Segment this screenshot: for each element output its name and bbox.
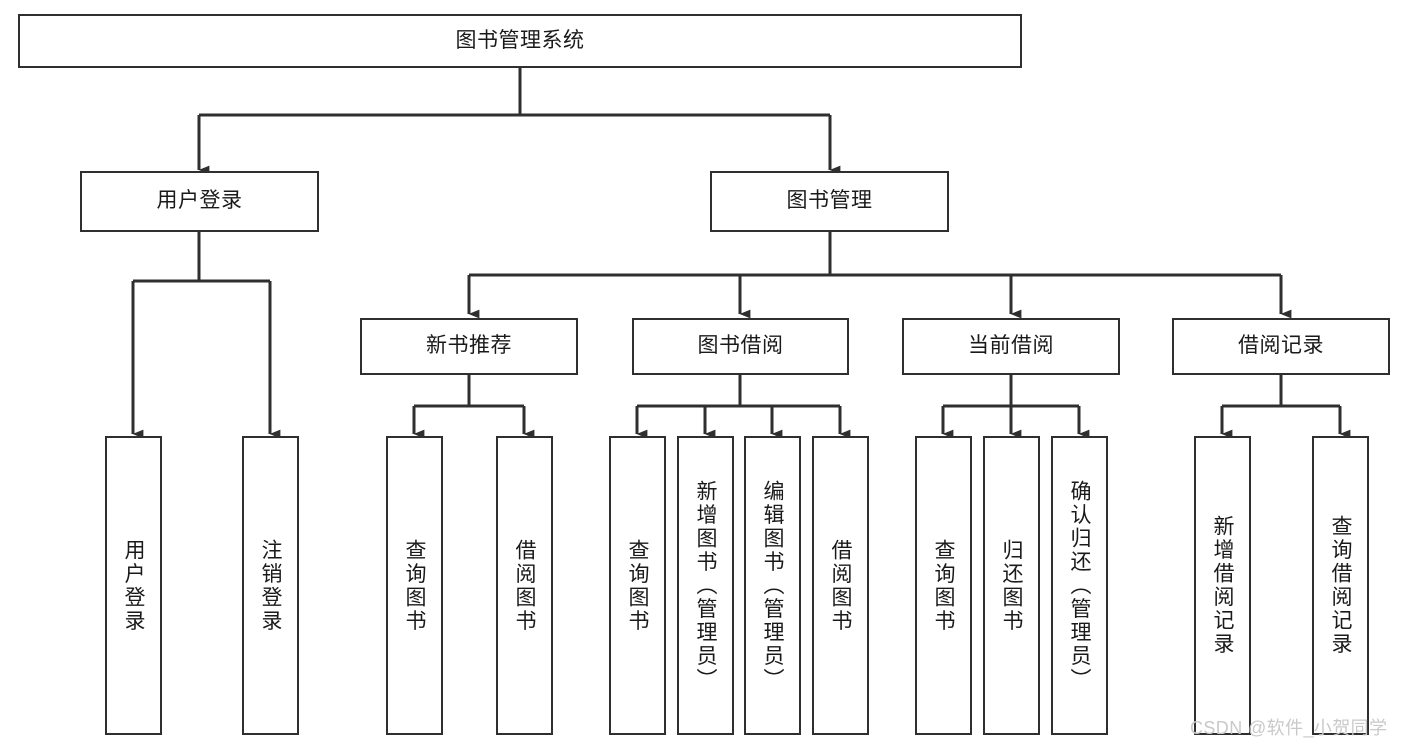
leaf-query-book-current[interactable]: 查询图书 (915, 436, 972, 735)
node-label: 图书管理 (786, 189, 873, 213)
leaf-add-borrow-record[interactable]: 新增借阅记录 (1194, 436, 1251, 735)
leaf-user-login[interactable]: 用户登录 (105, 436, 162, 735)
node-label: 借阅记录 (1238, 334, 1324, 358)
node-label: 查询借阅记录 (1329, 515, 1352, 656)
node-label: 新书推荐 (426, 334, 512, 358)
node-label: 确认归还（管理员） (1068, 479, 1091, 692)
node-label: 查询图书 (626, 538, 649, 633)
node-label: 编辑图书（管理员） (761, 479, 784, 692)
node-root-book-management-system[interactable]: 图书管理系统 (18, 14, 1022, 68)
node-label: 查询图书 (932, 538, 955, 633)
node-label: 新增借阅记录 (1211, 515, 1234, 656)
node-user-login[interactable]: 用户登录 (80, 171, 319, 232)
leaf-borrow-book-recommend[interactable]: 借阅图书 (496, 436, 553, 735)
leaf-query-book-recommend[interactable]: 查询图书 (386, 436, 443, 735)
leaf-query-borrow-record[interactable]: 查询借阅记录 (1312, 436, 1369, 735)
node-label: 借阅图书 (829, 538, 852, 633)
node-label: 图书借阅 (697, 334, 784, 358)
node-current-borrow[interactable]: 当前借阅 (902, 318, 1120, 375)
node-book-management[interactable]: 图书管理 (710, 171, 949, 232)
node-new-book-recommend[interactable]: 新书推荐 (360, 318, 578, 375)
node-label: 注销登录 (259, 538, 282, 633)
leaf-edit-book-admin[interactable]: 编辑图书（管理员） (744, 436, 801, 735)
node-label: 用户登录 (122, 538, 145, 633)
node-label: 当前借阅 (968, 334, 1054, 358)
node-label: 查询图书 (403, 538, 426, 633)
node-label: 用户登录 (156, 189, 243, 213)
node-label: 借阅图书 (513, 538, 536, 633)
leaf-logout[interactable]: 注销登录 (242, 436, 299, 735)
leaf-add-book-admin[interactable]: 新增图书（管理员） (677, 436, 734, 735)
node-borrow-record[interactable]: 借阅记录 (1172, 318, 1390, 375)
leaf-return-book[interactable]: 归还图书 (983, 436, 1040, 735)
node-label: 图书管理系统 (455, 28, 585, 52)
leaf-confirm-return-admin[interactable]: 确认归还（管理员） (1051, 436, 1108, 735)
leaf-borrow-book[interactable]: 借阅图书 (812, 436, 869, 735)
leaf-query-book-borrow[interactable]: 查询图书 (609, 436, 666, 735)
node-label: 新增图书（管理员） (694, 479, 717, 692)
node-book-borrow[interactable]: 图书借阅 (632, 318, 849, 375)
csdn-watermark: CSDN @软件_小贺同学 (1190, 718, 1388, 738)
node-label: 归还图书 (1000, 538, 1023, 633)
